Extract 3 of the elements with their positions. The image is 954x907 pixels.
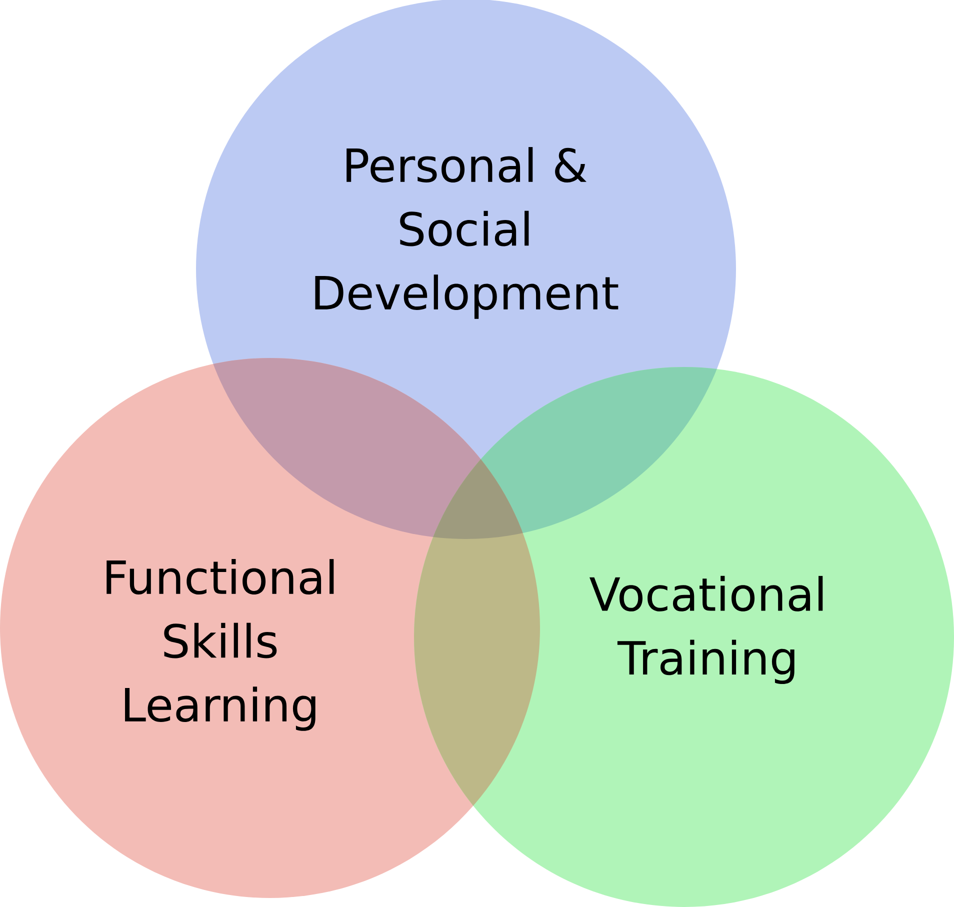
circle-label: Vocational Training xyxy=(590,576,823,684)
circle-label: Functional Skills Learning xyxy=(106,559,334,731)
circle-label: Personal & Social Development xyxy=(315,147,618,319)
